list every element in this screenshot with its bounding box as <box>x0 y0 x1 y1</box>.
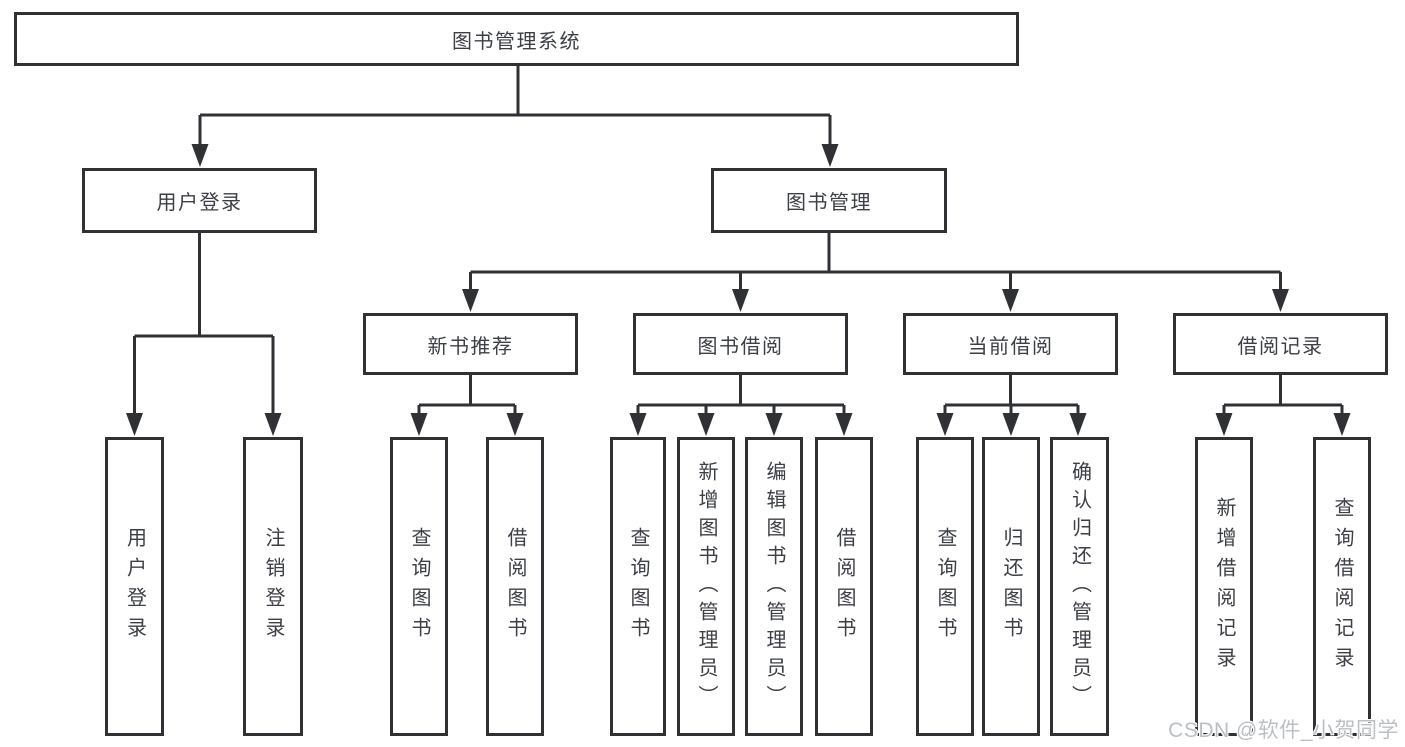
arrowhead <box>191 144 209 167</box>
arrowhead <box>1069 413 1087 436</box>
leaf-borrow-books: 借阅图书 <box>815 437 873 736</box>
arrowhead <box>732 289 749 312</box>
leaf-label: 编辑图书（管理员） <box>763 460 785 713</box>
node-book-management: 图书管理 <box>711 168 947 233</box>
leaf-query-books: 查询图书 <box>916 437 974 736</box>
leaf-add-borrow-record: 新增借阅记录 <box>1195 437 1253 736</box>
connector-book-management <box>469 233 1282 294</box>
arrowhead <box>1215 413 1233 436</box>
node-library-system: 图书管理系统 <box>14 12 1019 66</box>
leaf-label: 新增借阅记录 <box>1213 496 1235 677</box>
leaf-label: 注销登录 <box>262 526 284 647</box>
arrowhead <box>462 289 479 312</box>
arrowhead <box>821 144 839 167</box>
connector-book-borrow <box>636 375 846 418</box>
leaf-label: 查询图书 <box>627 526 649 647</box>
arrowhead <box>410 413 428 436</box>
arrowhead <box>1002 413 1020 436</box>
arrowhead <box>126 413 143 436</box>
leaf-label: 新增图书（管理员） <box>695 460 717 713</box>
node-borrow-records: 借阅记录 <box>1173 313 1388 375</box>
leaf-borrow-books: 借阅图书 <box>486 437 544 736</box>
arrowhead <box>629 413 647 436</box>
leaf-label: 确认归还（管理员） <box>1068 460 1091 713</box>
leaf-logout: 注销登录 <box>243 437 303 736</box>
node-user-login: 用户登录 <box>82 168 317 233</box>
leaf-query-books: 查询图书 <box>610 437 666 736</box>
leaf-confirm-return-admin: 确认归还（管理员） <box>1050 437 1109 736</box>
arrowhead <box>1272 289 1289 312</box>
leaf-user-login: 用户登录 <box>105 437 164 736</box>
leaf-return-books: 归还图书 <box>982 437 1040 736</box>
node-new-book-recommend: 新书推荐 <box>363 313 578 375</box>
leaf-query-books: 查询图书 <box>390 437 448 736</box>
leaf-add-books-admin: 新增图书（管理员） <box>677 437 735 736</box>
leaf-label: 借阅图书 <box>833 526 855 647</box>
leaf-label: 归还图书 <box>1000 526 1022 647</box>
connector-root-trunk <box>198 65 832 150</box>
arrowhead <box>264 413 282 436</box>
leaf-edit-books-admin: 编辑图书（管理员） <box>745 437 803 736</box>
leaf-label: 查询图书 <box>934 526 956 647</box>
leaf-label: 查询图书 <box>408 526 430 647</box>
connector-new-book-recommend <box>417 375 517 418</box>
arrowhead <box>936 413 954 436</box>
arrowhead <box>765 413 783 436</box>
node-book-borrow: 图书借阅 <box>633 313 848 375</box>
connector-borrow-records <box>1222 375 1344 418</box>
arrowhead <box>1002 289 1019 312</box>
connector-current-borrow <box>943 375 1080 418</box>
arrowhead <box>835 413 853 436</box>
arrowhead <box>506 413 524 436</box>
leaf-label: 用户登录 <box>123 526 146 647</box>
node-current-borrow: 当前借阅 <box>903 313 1118 375</box>
leaf-label: 查询借阅记录 <box>1331 496 1353 677</box>
leaf-label: 借阅图书 <box>504 526 526 647</box>
arrowhead <box>697 413 715 436</box>
connector-user-login <box>133 233 275 418</box>
leaf-query-borrow-record: 查询借阅记录 <box>1313 437 1371 736</box>
arrowhead <box>1333 413 1351 436</box>
csdn-watermark: CSDN @软件_小贺同学 <box>1168 719 1399 742</box>
